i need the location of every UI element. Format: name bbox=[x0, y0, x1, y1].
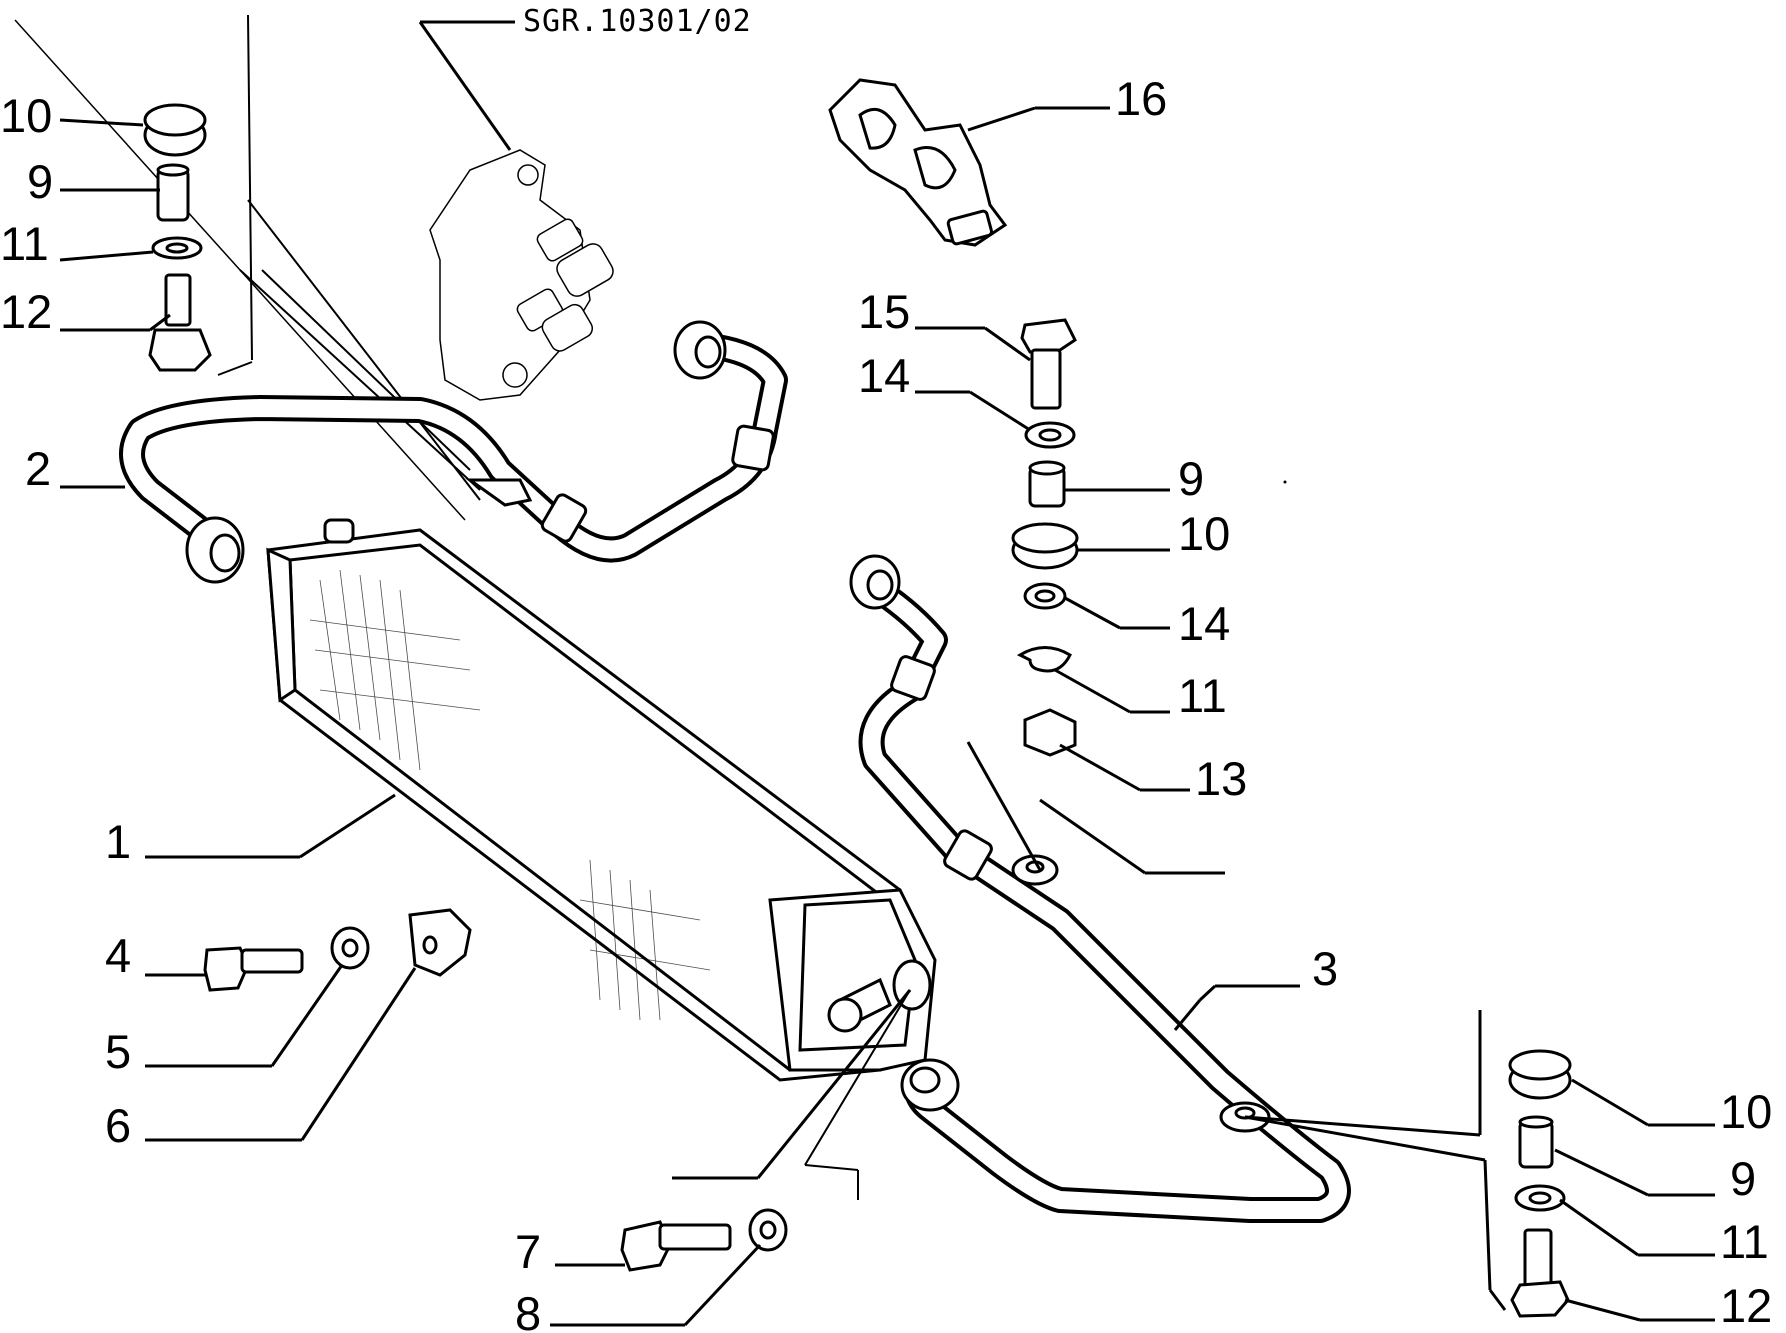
oil-cooler bbox=[266, 518, 937, 1082]
right-fastener-stack bbox=[1011, 318, 1079, 757]
callout-10-top-left: 10 bbox=[0, 89, 52, 142]
callout-16: 16 bbox=[1115, 72, 1167, 125]
callout-7: 7 bbox=[515, 1225, 541, 1278]
callout-9-bottom-right: 9 bbox=[1730, 1152, 1756, 1205]
clip-part-16 bbox=[828, 78, 1008, 247]
callout-3: 3 bbox=[1312, 942, 1338, 995]
leader-lines bbox=[59, 106, 1715, 1327]
reference-code: SGR.10301/02 bbox=[523, 4, 752, 39]
callout-11-right: 11 bbox=[1178, 669, 1227, 722]
callout-11-bottom-right: 11 bbox=[1720, 1215, 1769, 1268]
steering-pump-ghost bbox=[14, 19, 614, 521]
callout-9-right: 9 bbox=[1178, 452, 1204, 505]
callout-1: 1 bbox=[105, 815, 131, 868]
reference-callout: SGR.10301/02 bbox=[418, 4, 752, 151]
callout-13: 13 bbox=[1195, 752, 1247, 805]
callout-14-top: 14 bbox=[858, 349, 910, 402]
callout-12-bottom-right: 12 bbox=[1720, 1279, 1772, 1332]
callout-6: 6 bbox=[105, 1099, 131, 1152]
pipe-2 bbox=[119, 320, 788, 584]
callout-8: 8 bbox=[515, 1287, 541, 1333]
callout-12-top-left: 12 bbox=[0, 285, 52, 338]
callout-numbers: 10 9 11 12 2 1 4 5 6 7 8 16 15 14 9 10 1… bbox=[0, 72, 1772, 1333]
callout-10-bottom-right: 10 bbox=[1720, 1085, 1772, 1138]
callout-5: 5 bbox=[105, 1025, 131, 1078]
callout-2: 2 bbox=[25, 442, 51, 495]
callout-4: 4 bbox=[105, 929, 131, 982]
bolt-washer-clip-group bbox=[203, 908, 472, 992]
bolt-washer-7-8 bbox=[620, 1208, 788, 1272]
callout-9-top-left: 9 bbox=[27, 155, 53, 208]
callout-11-top-left: 11 bbox=[0, 217, 49, 270]
callout-10-right: 10 bbox=[1178, 507, 1230, 560]
left-fastener-stack bbox=[143, 103, 212, 372]
stray-dot bbox=[1283, 480, 1287, 484]
guide-lines bbox=[217, 14, 481, 501]
callout-14-right: 14 bbox=[1178, 597, 1230, 650]
bottom-right-fastener-stack bbox=[1508, 1049, 1572, 1318]
callout-15: 15 bbox=[858, 285, 910, 338]
pipe-3 bbox=[849, 554, 1507, 1311]
